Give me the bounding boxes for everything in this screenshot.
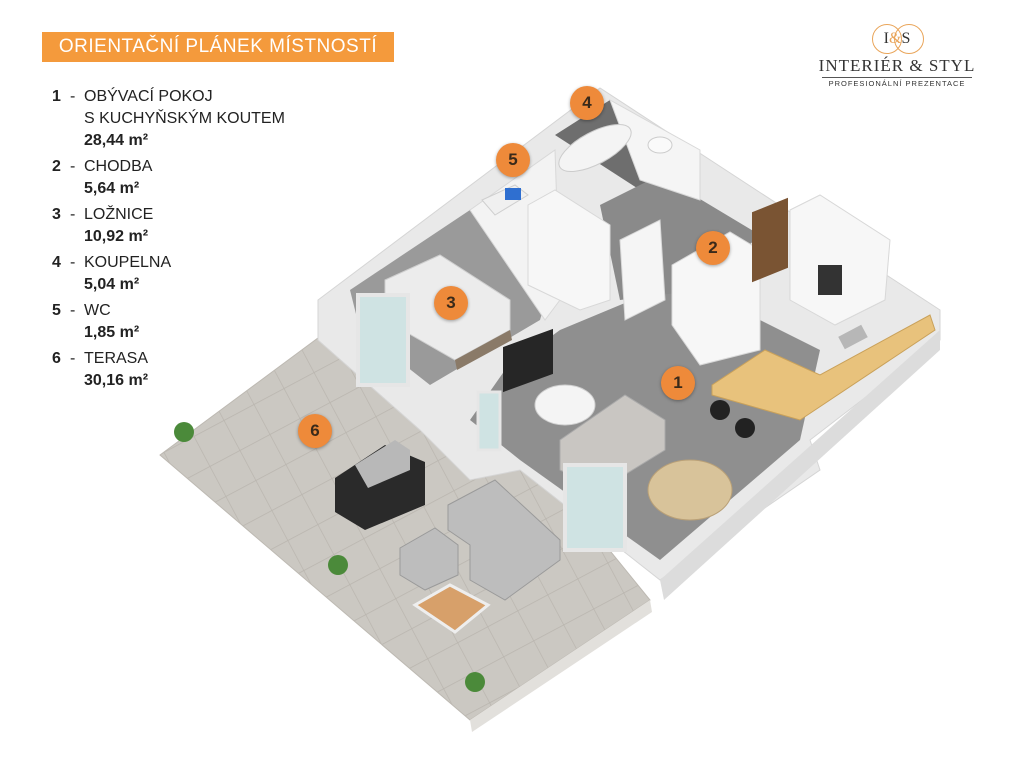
legend-item-1: 1-OBÝVACÍ POKOJ S KUCHYŇSKÝM KOUTEM 28,4… [52, 86, 285, 152]
tv [503, 328, 553, 393]
legend-number: 3 [52, 206, 61, 223]
room-marker-5: 5 [496, 143, 530, 177]
legend-room-name: CHODBA [84, 158, 153, 175]
legend-number: 1 [52, 88, 61, 105]
bed-frame [455, 330, 512, 370]
logo-monogram: I&S [866, 24, 928, 54]
outdoor-sofa [447, 479, 561, 601]
logo-name: INTERIÉR & STYL [818, 56, 976, 75]
page-title: ORIENTAČNÍ PLÁNEK MÍSTNOSTÍ [42, 32, 394, 62]
washbasin [647, 136, 673, 154]
wood-door [752, 197, 788, 283]
legend-item-3: 3-LOŽNICE 10,92 m² [52, 204, 285, 248]
legend-item-5: 5-WC 1,85 m² [52, 300, 285, 344]
room-marker-3: 3 [434, 286, 468, 320]
legend-room-area: 28,44 m² [84, 132, 149, 149]
wardrobe [527, 189, 611, 311]
tall-kitchen-cabinets [789, 194, 891, 326]
legend-room-area: 5,04 m² [84, 276, 140, 293]
legend-room-name: TERASA [84, 350, 149, 367]
kitchen-counter [711, 314, 936, 421]
sink [838, 324, 868, 350]
living-window [563, 463, 627, 552]
bar-stool [710, 400, 730, 420]
room-marker-2: 2 [696, 231, 730, 265]
terrace-edge [470, 600, 652, 732]
logo-divider [822, 77, 972, 78]
legend-room-area: 10,92 m² [84, 228, 149, 245]
legend-room-area: 30,16 m² [84, 372, 149, 389]
legend-room-name: KOUPELNA [84, 254, 172, 271]
hall-wall [619, 219, 666, 321]
bedroom-window [356, 293, 410, 387]
grill-hood [355, 440, 410, 488]
legend-room-subname: S KUCHYŇSKÝM KOUTEM [84, 110, 285, 127]
legend-item-2: 2-CHODBA 5,64 m² [52, 156, 285, 200]
outer-wall-right [660, 330, 940, 600]
room-marker-4: 4 [570, 86, 604, 120]
logo-tagline: PROFESIONÁLNÍ PREZENTACE [828, 79, 966, 88]
plant [465, 672, 485, 692]
living-window-small [476, 390, 502, 452]
monitor [505, 188, 521, 200]
outdoor-armchair [399, 527, 459, 591]
oven [818, 265, 842, 295]
legend-room-name: LOŽNICE [84, 206, 154, 223]
room-marker-6: 6 [298, 414, 332, 448]
legend-item-6: 6-TERASA 30,16 m² [52, 348, 285, 392]
brand-logo: I&S INTERIÉR & STYL PROFESIONÁLNÍ PREZEN… [818, 24, 976, 88]
legend-room-area: 5,64 m² [84, 180, 140, 197]
bathtub [558, 124, 632, 172]
legend-number: 4 [52, 254, 61, 271]
plant [328, 555, 348, 575]
legend-number: 2 [52, 158, 61, 175]
dining-table [647, 459, 733, 521]
legend-number: 5 [52, 302, 61, 319]
coffee-table [534, 384, 596, 426]
legend-room-name: WC [84, 302, 111, 319]
room-legend: 1-OBÝVACÍ POKOJ S KUCHYŇSKÝM KOUTEM 28,4… [52, 86, 285, 396]
bar-stool [735, 418, 755, 438]
outdoor-table [412, 583, 491, 634]
room-marker-1: 1 [661, 366, 695, 400]
legend-item-4: 4-KOUPELNA 5,04 m² [52, 252, 285, 296]
legend-number: 6 [52, 350, 61, 367]
legend-room-area: 1,85 m² [84, 324, 140, 341]
plant [174, 422, 194, 442]
hall-cabinet [671, 231, 761, 366]
legend-room-name: OBÝVACÍ POKOJ [84, 88, 213, 105]
